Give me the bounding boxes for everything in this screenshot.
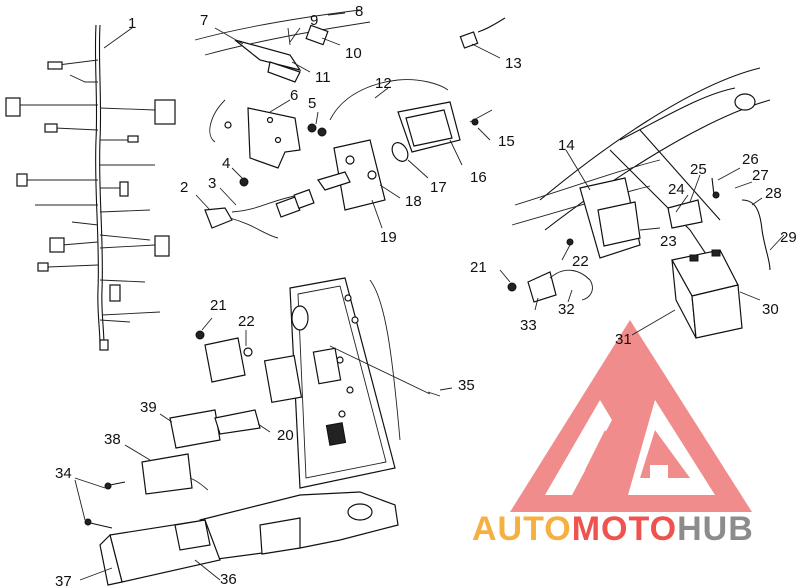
callout-36: 36 (220, 571, 237, 588)
callout-27: 27 (752, 167, 769, 184)
callout-32: 32 (558, 301, 575, 318)
callout-3: 3 (208, 175, 216, 192)
watermark-text: AUTOMOTOHUB (472, 510, 754, 548)
callout-1: 1 (128, 15, 136, 32)
callout-30: 30 (762, 301, 779, 318)
callout-7: 7 (200, 12, 208, 29)
logo-triangle (510, 320, 752, 512)
callout-2: 2 (180, 179, 188, 196)
callout-23: 23 (660, 233, 677, 250)
wiring-harness (5, 24, 176, 351)
callout-37: 37 (55, 573, 72, 588)
callout-15: 15 (498, 133, 515, 150)
battery-assembly (631, 167, 785, 339)
callout-5: 5 (308, 95, 316, 112)
callout-28: 28 (765, 185, 782, 202)
callout-9: 9 (310, 12, 318, 29)
ignition-items (499, 238, 593, 311)
regulator-38 (124, 444, 209, 495)
callout-12: 12 (375, 75, 392, 92)
callout-13: 13 (505, 55, 522, 72)
callout-34: 34 (55, 465, 72, 482)
upper-bracket-assembly (194, 9, 371, 83)
center-mounting-plate (263, 277, 453, 489)
callout-10: 10 (345, 45, 362, 62)
relay-39 (159, 409, 221, 449)
callout-6: 6 (290, 87, 298, 104)
callout-24: 24 (668, 181, 685, 198)
callout-21b: 21 (470, 259, 487, 276)
logo-inner-g (640, 430, 690, 478)
bracket-20 (214, 409, 271, 435)
callout-16: 16 (470, 169, 487, 186)
right-frame (511, 67, 771, 261)
connector-13 (459, 17, 506, 59)
logo-inner-cut (545, 400, 612, 495)
callout-18: 18 (405, 193, 422, 210)
watermark-text-part3: HUB (677, 510, 754, 548)
callout-11: 11 (315, 69, 331, 86)
callout-26: 26 (742, 151, 759, 168)
callout-8: 8 (355, 3, 363, 20)
callout-25: 25 (690, 161, 707, 178)
callout-22b: 22 (572, 253, 589, 270)
callout-29: 29 (780, 229, 797, 246)
callout-17: 17 (430, 179, 447, 196)
callout-20: 20 (277, 427, 294, 444)
taillight-assembly (317, 79, 493, 229)
callout-31: 31 (615, 331, 632, 348)
watermark-text-part1: AUTO (472, 510, 572, 548)
callout-22a: 22 (238, 313, 255, 330)
mounting-plate-6 (209, 99, 327, 187)
callout-19: 19 (380, 229, 397, 246)
callout-14: 14 (558, 137, 575, 154)
callout-39: 39 (140, 399, 157, 416)
screws-34 (74, 477, 126, 529)
logo-m-stroke (585, 430, 625, 470)
callout-35: 35 (458, 377, 475, 394)
watermark-auto: AUTOMOTOHUB (472, 510, 754, 548)
callout-4: 4 (222, 155, 230, 172)
watermark-logo (510, 320, 752, 512)
module-21-22 (195, 317, 253, 383)
callout-21a: 21 (210, 297, 227, 314)
callout-38: 38 (104, 431, 121, 448)
callout-33: 33 (520, 317, 537, 334)
watermark-text-part2: MOTO (572, 510, 677, 548)
sensor-2-3 (195, 187, 315, 239)
rear-frame (79, 491, 399, 586)
